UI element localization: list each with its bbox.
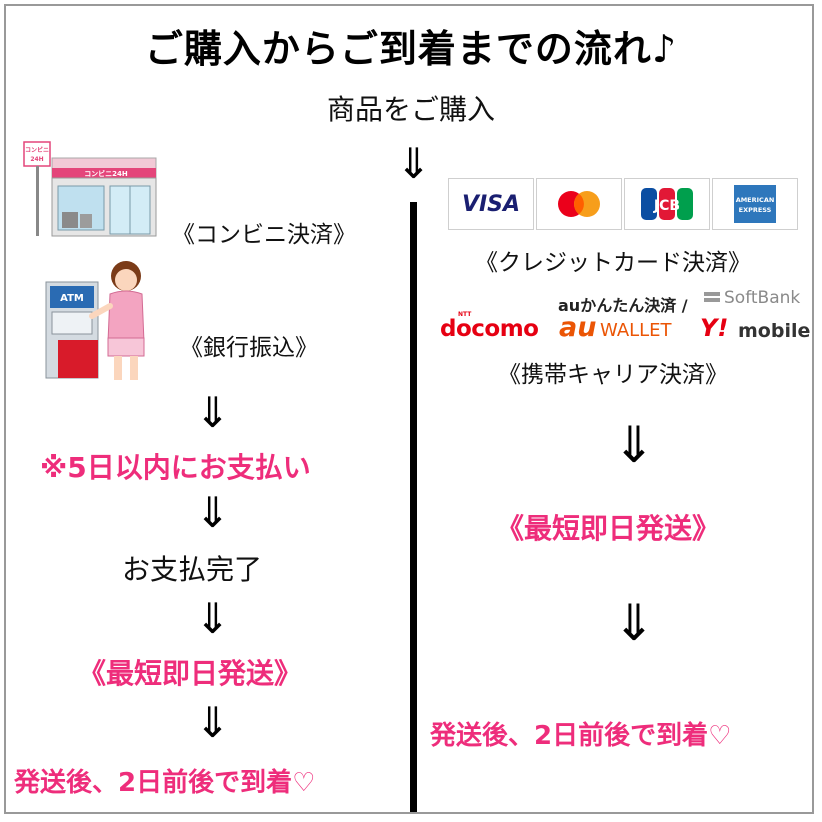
ymobile-y: Y! — [700, 314, 729, 342]
svg-text:コンビニ24H: コンビニ24H — [84, 169, 128, 178]
jcb-logo: JCB — [641, 188, 693, 220]
right-shipping-label: 《最短即日発送》 — [496, 512, 721, 545]
column-divider — [410, 202, 417, 812]
au-wallet-text: WALLET — [600, 320, 672, 341]
docomo-ntt: NTT — [458, 311, 472, 318]
page-frame — [4, 4, 814, 814]
visa-logo: VISA — [461, 191, 521, 217]
softbank-text: SoftBank — [724, 288, 801, 308]
svg-text:コンビニ: コンビニ — [25, 146, 49, 154]
amex-logo: AMERICAN EXPRESS — [734, 185, 776, 223]
arrow-down-right-1: ⇓ — [613, 416, 655, 474]
page-title: ご購入からご到着までの流れ♪ — [144, 27, 678, 71]
mastercard-logo — [558, 191, 600, 217]
svg-text:ATM: ATM — [60, 293, 84, 304]
atm-illustration: ATM — [45, 261, 145, 380]
convenience-store-illustration: コンビニ 24H コンビニ24H — [23, 141, 157, 237]
payment-deadline: ※5日以内にお支払い — [40, 451, 311, 484]
au-kantan-text: auかんたん決済 / — [558, 296, 688, 315]
left-shipping-label: 《最短即日発送》 — [78, 657, 303, 690]
arrow-down-left-1: ⇓ — [195, 388, 231, 437]
payment-complete: お支払完了 — [122, 553, 263, 586]
mastercard-card — [536, 178, 622, 230]
step-purchase: 商品をご購入 — [326, 93, 495, 126]
arrow-down-left-3: ⇓ — [195, 594, 231, 643]
amex-card: AMERICAN EXPRESS — [712, 178, 798, 230]
right-arrival-label: 発送後、2日前後で到着♡ — [430, 721, 732, 751]
docomo-logo: docomo — [440, 316, 539, 342]
arrow-down-left-2: ⇓ — [195, 488, 231, 537]
bank-transfer-label: 《銀行振込》 — [180, 335, 318, 361]
carrier-payment-label: 《携帯キャリア決済》 — [498, 362, 728, 388]
jcb-text: JCB — [653, 198, 680, 214]
credit-card-payment-label: 《クレジットカード決済》 — [475, 250, 751, 276]
left-arrival-label: 発送後、2日前後で到着♡ — [14, 768, 316, 798]
jcb-card: JCB — [624, 178, 710, 230]
visa-card: VISA — [448, 178, 534, 230]
svg-text:24H: 24H — [30, 156, 43, 163]
svg-text:EXPRESS: EXPRESS — [739, 206, 772, 214]
ymobile-text: mobile — [738, 320, 811, 342]
arrow-down-top: ⇓ — [396, 139, 432, 188]
arrow-down-left-4: ⇓ — [195, 698, 231, 747]
svg-text:AMERICAN: AMERICAN — [736, 196, 775, 204]
au-logo: au — [559, 312, 597, 343]
convenience-payment-label: 《コンビニ決済》 — [172, 222, 356, 248]
softbank-icon — [704, 292, 720, 302]
arrow-down-right-2: ⇓ — [613, 594, 655, 652]
